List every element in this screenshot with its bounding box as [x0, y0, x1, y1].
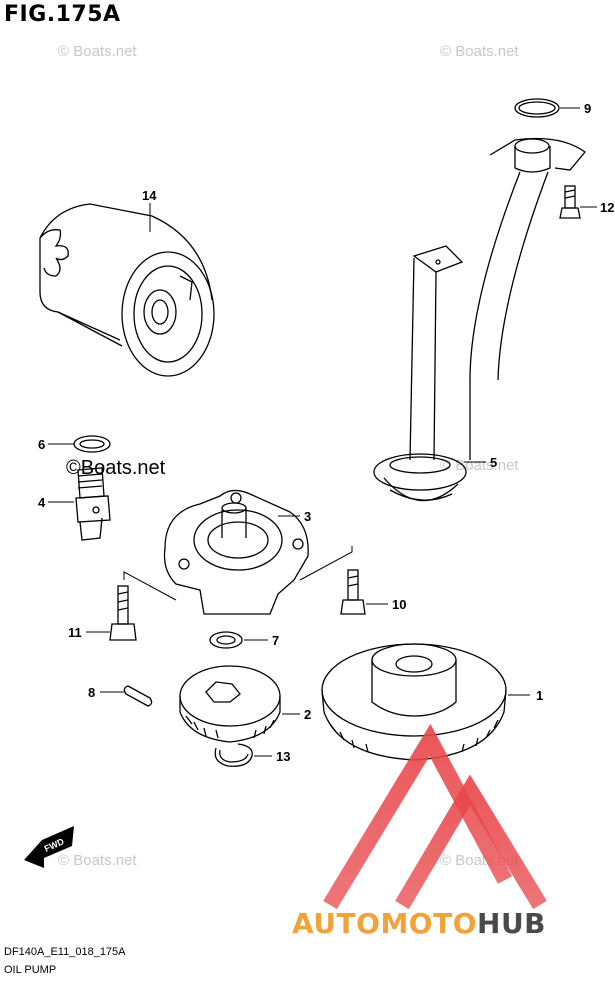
model-code: DF140A_E11_018_175A	[4, 946, 126, 958]
figure-title: FIG.175A	[4, 2, 121, 27]
oil-strainer-part-5	[373, 137, 586, 502]
washer-part-7	[209, 631, 243, 649]
brand-logo-icon	[323, 723, 547, 910]
callout-11: 11	[68, 625, 82, 640]
pump-housing-part-3	[163, 489, 309, 615]
bolt-part-10	[340, 569, 366, 615]
callout-10: 10	[392, 597, 406, 612]
watermark: © Boats.net	[58, 43, 137, 60]
callout-14: 14	[142, 188, 157, 203]
callout-13: 13	[276, 749, 290, 764]
callout-9: 9	[584, 101, 591, 116]
pin-part-8	[123, 685, 153, 707]
watermark-large: ©Boats.net	[66, 457, 166, 479]
outer-gear-part-1	[321, 643, 507, 761]
callout-6: 6	[38, 437, 45, 452]
oil-filter-part-14	[39, 203, 215, 377]
brand-part2: HUB	[477, 907, 547, 940]
inner-gear-part-2	[179, 665, 281, 743]
brand-part1: AUTOMOTO	[292, 907, 478, 940]
o-ring-part-9	[514, 98, 560, 118]
brand-wordmark: AUTOMOTOHUB	[292, 907, 546, 940]
watermark: © Boats.net	[58, 852, 137, 869]
callout-8: 8	[88, 685, 95, 700]
washer-part-6	[73, 435, 111, 453]
fwd-arrow-icon: FWD	[24, 826, 74, 868]
watermark: © Boats.net	[440, 457, 519, 474]
bolt-part-11	[109, 585, 137, 641]
relief-valve-part-4	[75, 467, 111, 541]
callout-4: 4	[38, 495, 46, 510]
snap-ring-part-13	[214, 743, 253, 767]
bolt-part-12	[559, 185, 581, 219]
callout-2: 2	[304, 707, 311, 722]
callout-12: 12	[600, 200, 614, 215]
callout-5: 5	[490, 455, 497, 470]
section-name: OIL PUMP	[4, 964, 57, 976]
watermark: © Boats.net	[440, 43, 519, 60]
callout-3: 3	[304, 509, 311, 524]
callout-7: 7	[272, 633, 279, 648]
callout-1: 1	[536, 688, 543, 703]
